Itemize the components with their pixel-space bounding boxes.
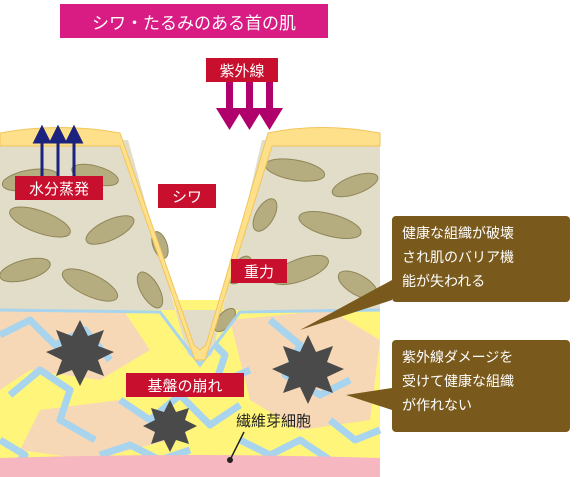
evaporation-arrows xyxy=(32,124,84,178)
damage-spots xyxy=(46,320,344,452)
callout-line: 能が失われる xyxy=(402,274,486,290)
dermal-boundary xyxy=(0,308,381,368)
wrinkle-label: シワ xyxy=(158,184,216,208)
callout-tail xyxy=(346,388,392,410)
fibroblast-pointer xyxy=(229,431,245,461)
damage-spot xyxy=(143,400,197,452)
gravity-label: 重力 xyxy=(231,259,287,283)
evaporation-label: 水分蒸発 xyxy=(15,176,103,200)
fibroblast-pointer-dot xyxy=(227,457,233,463)
fibroblast-label: 繊維芽細胞 xyxy=(236,412,312,430)
callout-uv-damage: 紫外線ダメージを 受けて健康な組織 が作れない xyxy=(392,340,570,432)
callout-line: され肌のバリア機 xyxy=(402,250,514,266)
base-layer xyxy=(0,455,380,477)
skin-surface xyxy=(0,127,381,361)
diagram-title: シワ・たるみのある首の肌 xyxy=(60,4,328,38)
damage-spot xyxy=(46,320,114,386)
foundation-collapse-label: 基盤の崩れ xyxy=(126,373,244,397)
callout-tail xyxy=(300,280,392,330)
callout-barrier: 健康な組織が破壊 され肌のバリア機 能が失われる xyxy=(392,216,570,302)
callout-line: 紫外線ダメージを xyxy=(402,350,514,366)
damage-spot xyxy=(272,335,344,404)
callout-line: 健康な組織が破壊 xyxy=(402,226,514,242)
callout-line: が作れない xyxy=(402,398,472,414)
callout-line: 受けて健康な組織 xyxy=(402,374,514,390)
uv-label: 紫外線 xyxy=(206,58,278,82)
uv-arrows xyxy=(216,80,283,130)
